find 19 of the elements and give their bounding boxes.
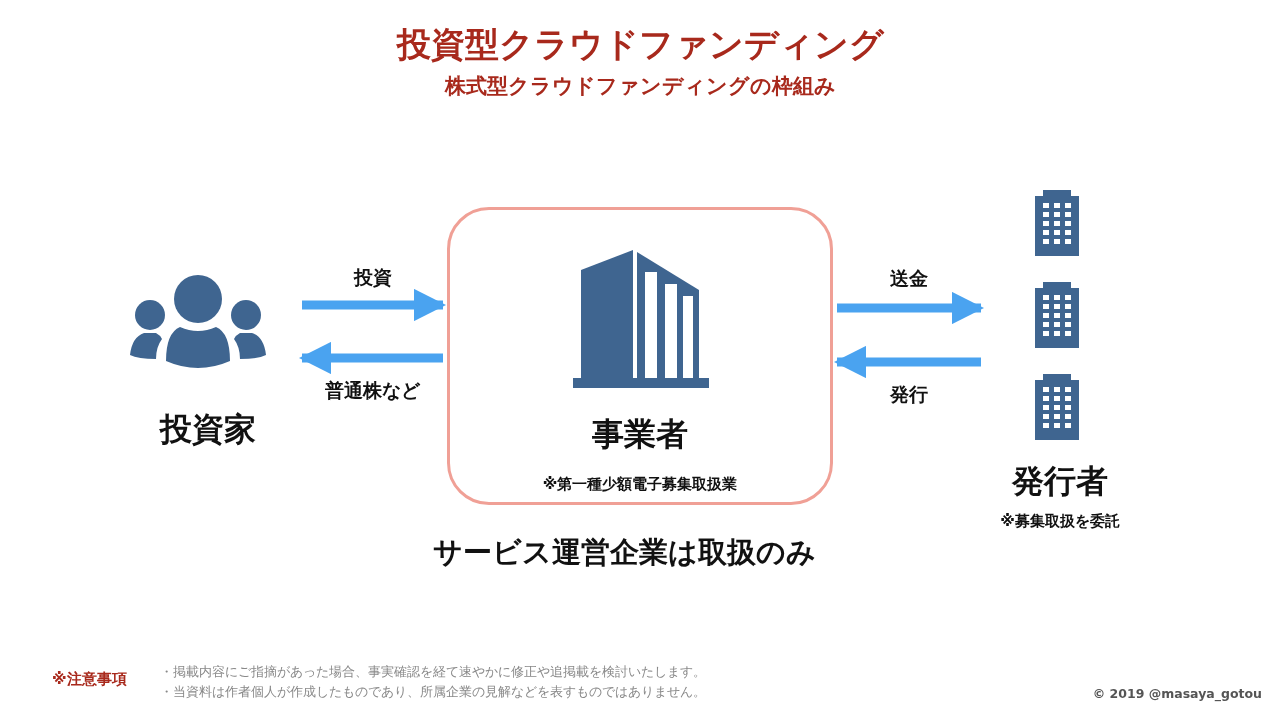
diagram-title: 投資型クラウドファンディング — [396, 23, 884, 66]
edge-label: 普通株など — [323, 378, 422, 404]
edge-label: 投資 — [351, 265, 394, 291]
node-title: 事業者 — [592, 414, 688, 455]
copyright-text: © 2019 @masaya_gotou — [1092, 686, 1262, 701]
notice-heading: ※注意事項 — [52, 670, 127, 689]
arrow — [298, 341, 443, 375]
note-text: ・当資料は作者個人が作成したものであり、所属企業の見解などを表すものではありません。 — [160, 684, 706, 701]
note-text: ・掲載内容にご指摘があった場合、事実確認を経て速やかに修正や追掲載を検討いたします。 — [160, 664, 706, 681]
node-title: 発行者 — [1012, 461, 1108, 502]
arrow — [302, 288, 447, 322]
node-note: ※募集取扱を委託 — [1000, 512, 1120, 531]
arrow — [837, 291, 985, 325]
node-note: ※第一種少額電子募集取扱業 — [542, 475, 738, 494]
diagram-subtitle: 株式型クラウドファンディングの枠組み — [444, 73, 836, 100]
rounded-frame — [447, 207, 833, 505]
node-title: 投資家 — [160, 409, 256, 450]
caption-text: サービス運営企業は取扱のみ — [433, 534, 816, 571]
arrow — [833, 345, 981, 379]
